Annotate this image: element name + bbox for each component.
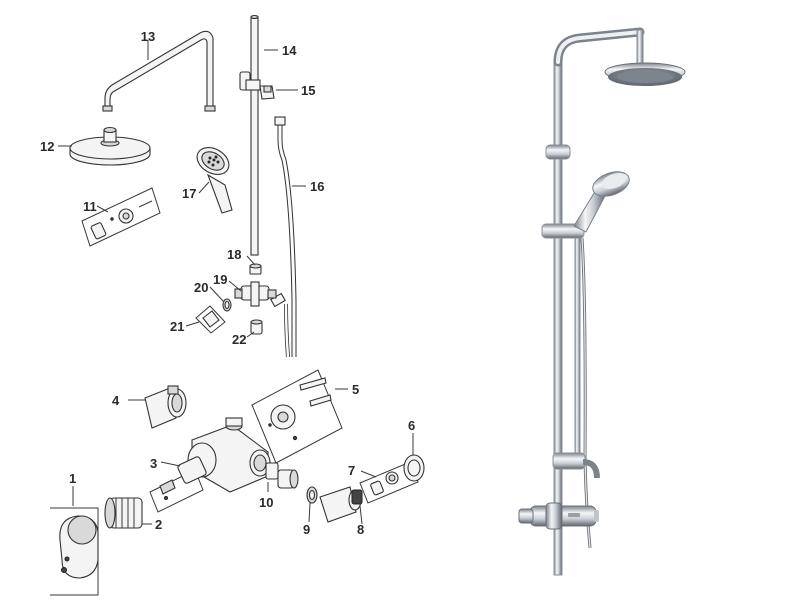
part-5-kit	[251, 369, 343, 464]
part-9-ring	[306, 486, 318, 504]
part-20-ring	[222, 298, 232, 312]
label-14: 14	[282, 43, 297, 58]
label-7: 7	[348, 463, 355, 478]
label-6: 6	[408, 418, 415, 433]
part-22-cap	[250, 319, 263, 335]
part-shower-arm	[102, 30, 216, 112]
part-18-nut	[249, 263, 262, 275]
part-valve-body	[187, 417, 271, 493]
product-illustration	[518, 27, 686, 576]
label-19: 19	[213, 272, 227, 287]
part-hose	[270, 116, 297, 358]
label-8: 8	[357, 522, 364, 537]
part-handset	[196, 147, 233, 214]
part-7-kit	[359, 461, 419, 504]
product-overhead-shower	[604, 62, 686, 86]
label-2: 2	[155, 517, 162, 532]
label-15: 15	[301, 83, 315, 98]
label-5: 5	[352, 382, 359, 397]
label-13: 13	[141, 29, 155, 44]
label-3: 3	[150, 456, 157, 471]
part-10-connector	[265, 462, 299, 489]
product-handset	[573, 171, 630, 233]
label-18: 18	[227, 247, 241, 262]
part-11-kit	[81, 187, 161, 247]
part-21-clip	[195, 305, 226, 334]
label-12: 12	[40, 139, 54, 154]
label-4: 4	[112, 393, 120, 408]
part-19-diverter	[234, 281, 277, 307]
part-3-cartridge	[149, 456, 207, 513]
label-20: 20	[194, 280, 208, 295]
part-6-flange	[403, 454, 425, 482]
label-1: 1	[69, 471, 76, 486]
label-22: 22	[232, 332, 246, 347]
part-slider	[239, 71, 275, 100]
label-11: 11	[83, 199, 97, 214]
label-21: 21	[170, 319, 184, 334]
label-17: 17	[182, 186, 196, 201]
label-10: 10	[259, 495, 273, 510]
part-4-elbow	[144, 385, 187, 429]
product-mixer-valve	[518, 502, 599, 530]
part-shower-head	[69, 126, 151, 166]
part-1-handle	[50, 507, 99, 596]
label-9: 9	[303, 522, 310, 537]
part-riser-rail	[250, 14, 259, 256]
label-16: 16	[310, 179, 324, 194]
part-outlet-elbow	[319, 486, 363, 523]
part-2-cartridge	[104, 497, 143, 529]
exploded-diagram: 13 14 15 16 12 17 11 18 19 20 21 22 4 5 …	[40, 14, 425, 596]
leader-lines	[58, 40, 414, 525]
